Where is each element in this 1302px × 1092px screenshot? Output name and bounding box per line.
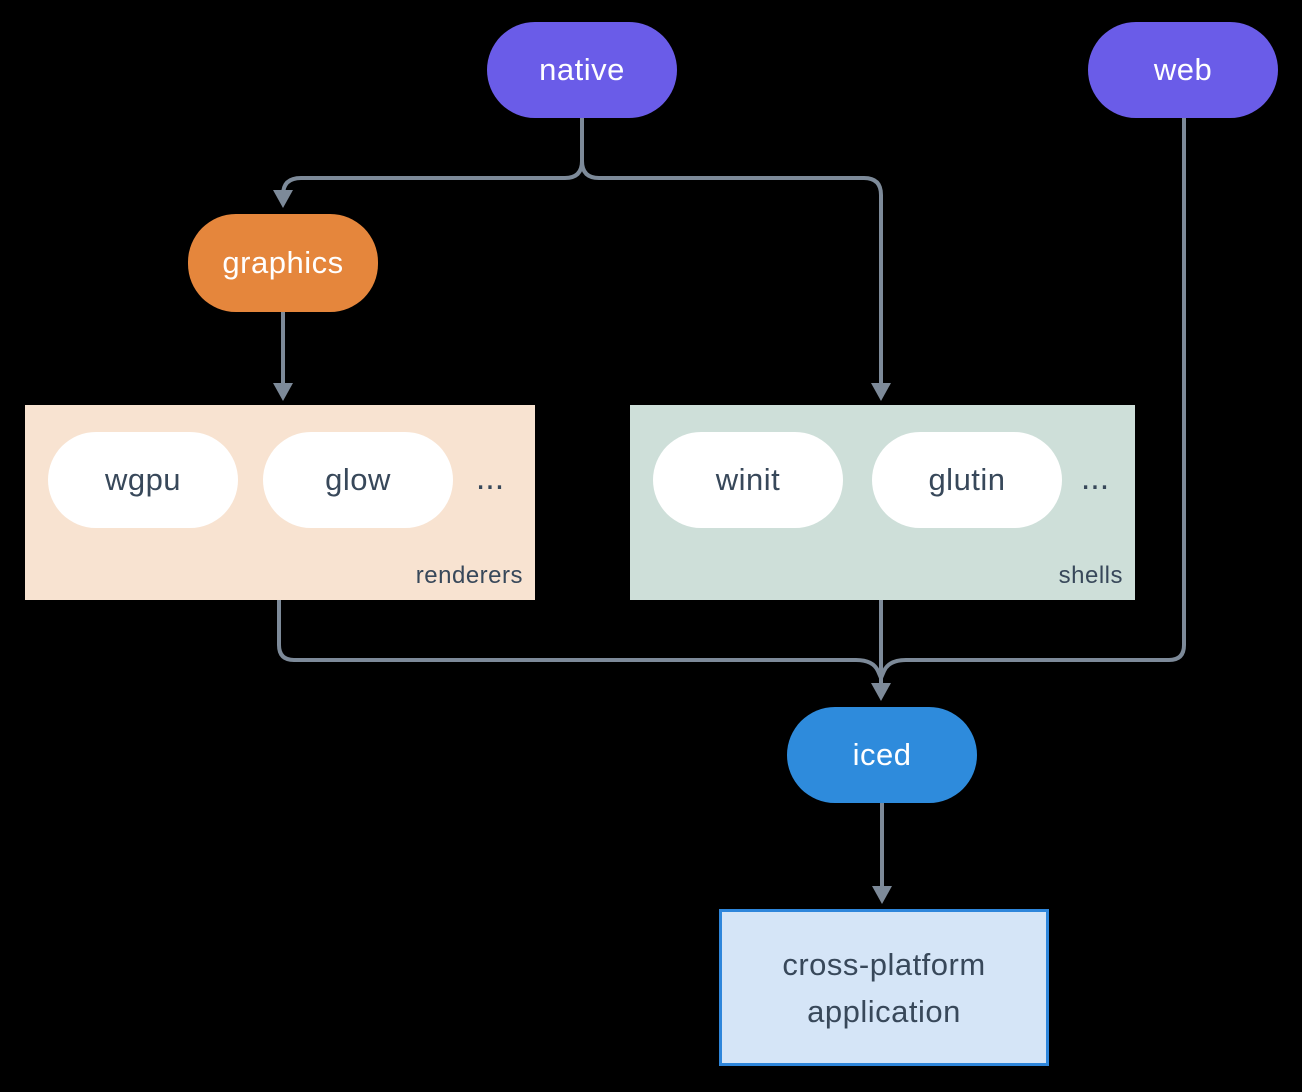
application-label-line2: application (807, 993, 961, 1029)
group-renderers: wgpu glow ... renderers (25, 405, 535, 600)
pill-wgpu: wgpu (48, 432, 238, 528)
application-box: cross-platform application (719, 909, 1049, 1066)
node-native: native (487, 22, 677, 118)
group-shells: winit glutin ... shells (630, 405, 1135, 600)
renderers-ellipsis: ... (475, 459, 505, 497)
node-iced: iced (787, 707, 977, 803)
arrowhead-shells (871, 383, 891, 401)
pill-winit: winit (653, 432, 843, 528)
connector-native-shells (580, 114, 883, 386)
shells-label: shells (1058, 562, 1123, 589)
arrowhead-iced (871, 683, 891, 701)
arrowhead-application (872, 886, 892, 904)
connector-renderers-iced (277, 596, 883, 680)
node-graphics: graphics (188, 214, 378, 312)
pill-glutin: glutin (872, 432, 1062, 528)
node-web: web (1088, 22, 1278, 118)
connector-native-graphics (281, 114, 584, 197)
pill-glow: glow (263, 432, 453, 528)
shells-ellipsis: ... (1080, 459, 1110, 497)
arrowhead-renderers (273, 383, 293, 401)
arrowhead-graphics (273, 190, 293, 208)
application-label-line1: cross-platform (782, 946, 986, 982)
renderers-label: renderers (415, 562, 523, 589)
